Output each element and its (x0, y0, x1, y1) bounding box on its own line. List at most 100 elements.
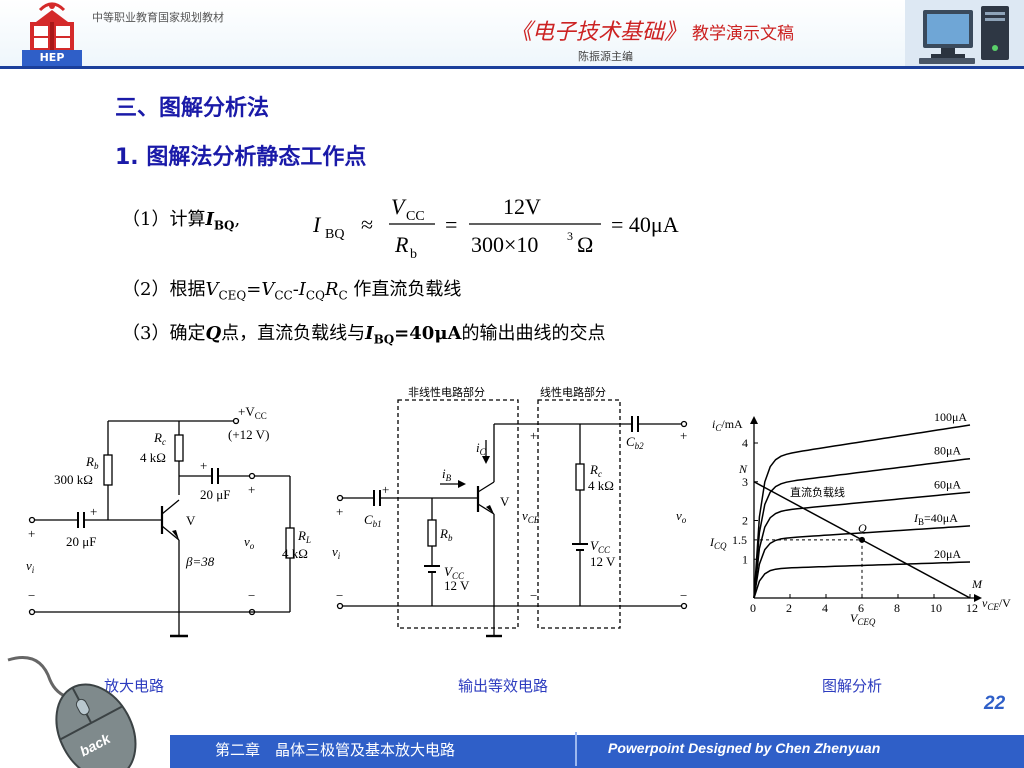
x-tick-label: 12 (966, 601, 978, 615)
header-divider (0, 66, 1024, 69)
ib-curve-4 (753, 457, 971, 599)
icq-label: ICQ (709, 535, 727, 551)
c2-vce-minus: − (530, 588, 537, 603)
x-axis-arrow-icon (974, 594, 982, 602)
step-3-middle: 点，直流负载线与 (221, 323, 366, 344)
ib-curve-3 (753, 491, 971, 599)
x-tick-label: 6 (858, 601, 864, 615)
computer-icon (905, 0, 1024, 66)
book-title-block: 《电子技术基础》教学演示文稿 (510, 14, 794, 46)
step-1-sub: BQ (213, 218, 235, 233)
equivalent-circuit (336, 399, 688, 638)
ib-curve-label-2: IB=40μA (913, 511, 958, 527)
formula-den-sub: b (410, 247, 417, 262)
ib-curve-5 (753, 424, 971, 599)
q-point-marker (859, 536, 865, 543)
step-2-eq: = (246, 279, 262, 300)
footer-divider (575, 732, 577, 766)
step-3-value: =40 (394, 323, 435, 344)
ib-arrow-icon (458, 480, 466, 488)
y-tick-label: 2 (742, 514, 748, 528)
footer-bar (170, 735, 1024, 768)
y-tick-label-icq: 1.5 (732, 533, 747, 547)
formula-approx: ≈ (361, 212, 373, 237)
chapter-title: 第二章 晶体三极管及基本放大电路 (215, 741, 456, 759)
c2-vcc-right: VCC (590, 538, 611, 555)
formula-lhs-sub: BQ (325, 227, 344, 242)
amplifier-circuit (28, 417, 295, 638)
c1-transistor-label: V (186, 513, 196, 528)
c1-beta: β=38 (185, 554, 215, 569)
c2-vo: vo (676, 508, 687, 525)
c2-vce-plus: + (530, 428, 537, 443)
editor-credit: 陈振源主编 (578, 50, 633, 63)
step-2: （2）根据VCEQ=VCC-ICQRC 作直流负载线 (122, 275, 461, 303)
formula-mid-num: 12V (503, 194, 541, 219)
back-button[interactable]: back (0, 650, 170, 768)
formula-mid-den-exp: 3 (567, 229, 573, 243)
c1-minus-out: − (248, 588, 255, 603)
step-2-v3-sub: CQ (305, 288, 325, 303)
ibq-formula: I BQ ≈ V CC R b = 12V 300×10 3 Ω = 40μA (312, 194, 679, 262)
c1-vo: vo (244, 534, 255, 551)
c2-minus-out: − (680, 588, 687, 603)
caption-graphical: 图解分析 (822, 677, 883, 695)
formula-equals: = (445, 212, 457, 237)
step-1-prefix: （1）计算 (122, 209, 206, 230)
step-2-v3: I (298, 279, 306, 300)
c1-vcc-value: (+12 V) (228, 427, 269, 442)
title-suffix: 教学演示文稿 (692, 24, 795, 44)
c1-vcc-label: +VCC (238, 404, 267, 421)
emitter-arrow-icon (172, 530, 179, 540)
c2-cb1: Cb1 (364, 512, 382, 529)
c1-rc-value: 4 kΩ (140, 450, 166, 465)
c1-rc-label: Rc (153, 430, 166, 447)
book-title: 《电子技术基础》 (510, 20, 687, 45)
c2-ic: iC (476, 440, 487, 457)
x-tick-label: 10 (930, 601, 942, 615)
mouse-cable-icon (7, 656, 71, 700)
c2-plus-in: + (336, 504, 343, 519)
c1-rl-label: RL (297, 528, 311, 545)
subsection-title: 1. 图解法分析静态工作点 (115, 145, 367, 170)
c2-vi: vi (332, 544, 341, 561)
vceq-label: VCEQ (850, 611, 876, 627)
page-number: 22 (984, 693, 1006, 714)
c1-rb-label: Rb (85, 454, 99, 471)
amplifier-labels: +VCC (+12 V) Rb 300 kΩ Rc 4 kΩ 20 μF 20 … (26, 404, 311, 603)
x-tick-label: 0 (750, 601, 756, 615)
books-logo-icon (30, 2, 74, 50)
step-2-minus: - (292, 279, 299, 300)
header-bar (0, 0, 1024, 68)
y-tick-label: 3 (742, 475, 748, 489)
step-1: （1）计算IBQ, (122, 205, 240, 233)
equivalent-labels: 非线性电路部分 线性电路部分 iC iB Cb1 Cb2 Rb VCC 12 V… (332, 385, 687, 603)
x-axis-label: vCE/V (982, 596, 1011, 612)
hep-logo-text: HEP (22, 50, 82, 66)
x-tick-label: 2 (786, 601, 792, 615)
formula-result: = 40μA (611, 212, 679, 237)
diagram-area: +VCC (+12 V) Rb 300 kΩ Rc 4 kΩ 20 μF 20 … (26, 385, 1011, 638)
ib-curve-label-4: 80μA (934, 444, 961, 458)
eq-emitter-arrow-icon (486, 505, 494, 514)
step-1-var: I (205, 209, 214, 230)
step-2-v1: V (205, 279, 219, 300)
step-3-unit: μA (434, 323, 462, 344)
c2-cb1-plus: + (382, 482, 389, 497)
c2-ib: iB (442, 466, 452, 483)
step-3-v-sub: BQ (373, 332, 395, 347)
step-1-suffix: , (234, 209, 241, 230)
c1-c2-plus: + (200, 458, 207, 473)
step-3-q: Q (205, 323, 222, 344)
ib-curve-2 (753, 525, 971, 599)
y-axis-arrow-icon (750, 416, 758, 424)
c2-rb: Rb (439, 526, 453, 543)
caption-amplifier: 放大电路 (104, 677, 165, 695)
formula-num-sub: CC (406, 209, 425, 224)
ic-arrow-icon (482, 456, 490, 464)
linear-label: 线性电路部分 (540, 385, 606, 399)
diagram-spacer (340, 626, 341, 627)
c1-c1-plus: + (90, 504, 97, 519)
c1-rl-value: 4 kΩ (282, 546, 308, 561)
